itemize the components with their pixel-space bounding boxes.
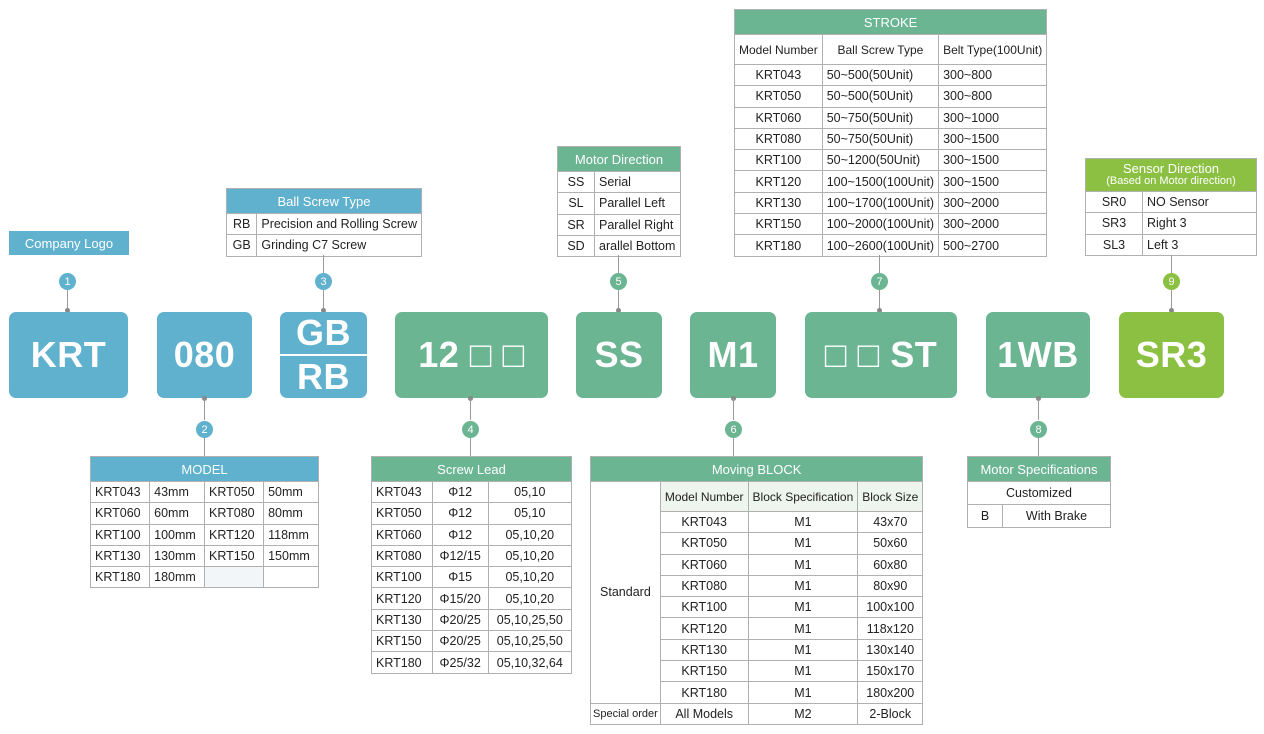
step-5-marker: 5: [610, 273, 627, 290]
step-7-marker: 7: [871, 273, 888, 290]
step-2-marker: 2: [196, 421, 213, 438]
sensor-direction-table: Sensor Direction (Based on Motor directi…: [1085, 158, 1257, 256]
screw-type-gb: GB: [280, 312, 367, 356]
code-block-model: 080: [157, 312, 252, 398]
code-block-screw-type: GB RB: [280, 312, 367, 398]
company-logo-label: Company Logo: [9, 231, 129, 255]
motor-specifications-title: Motor Specifications: [967, 456, 1111, 482]
code-block-screw-lead: 12 □ □: [395, 312, 548, 398]
stroke-table: STROKE Model Number Ball Screw Type Belt…: [733, 9, 1048, 257]
step-3-marker: 3: [315, 273, 332, 290]
screw-lead-title: Screw Lead: [371, 456, 572, 482]
code-block-sensor: SR3: [1119, 312, 1224, 398]
sensor-direction-title: Sensor Direction (Based on Motor directi…: [1085, 158, 1257, 192]
screw-type-rb: RB: [297, 356, 350, 397]
step-4-marker: 4: [462, 421, 479, 438]
code-block-motor-spec: 1WB: [986, 312, 1090, 398]
step-6-marker: 6: [725, 421, 742, 438]
ball-screw-type-title: Ball Screw Type: [226, 188, 422, 214]
motor-direction-title: Motor Direction: [557, 146, 681, 172]
moving-block-table: Moving BLOCK Standard Model Number Block…: [589, 456, 924, 725]
model-title: MODEL: [90, 456, 319, 482]
code-block-company: KRT: [9, 312, 128, 398]
step-1-marker: 1: [59, 273, 76, 290]
step-9-marker: 9: [1163, 273, 1180, 290]
stroke-title: STROKE: [733, 9, 1048, 35]
code-block-motor-direction: SS: [576, 312, 662, 398]
moving-block-title: Moving BLOCK: [589, 456, 924, 482]
step-8-marker: 8: [1030, 421, 1047, 438]
code-block-stroke: □ □ ST: [805, 312, 957, 398]
code-block-moving-block: M1: [690, 312, 776, 398]
